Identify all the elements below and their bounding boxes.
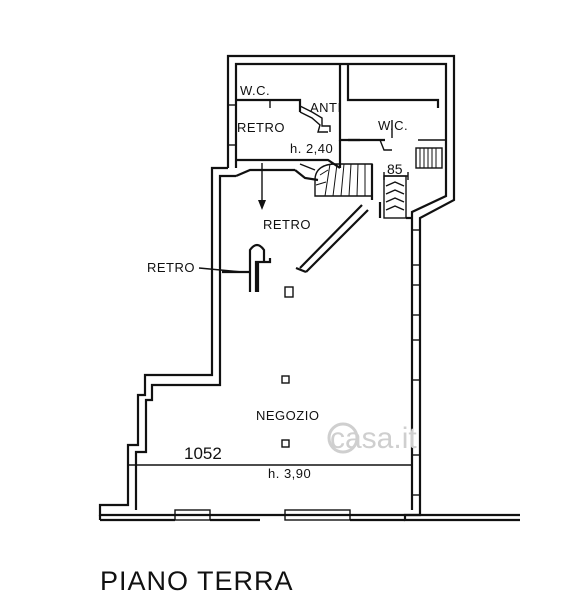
left-retro-niche: [198, 243, 272, 292]
label-wc-left: W.C.: [240, 83, 270, 98]
staircase: [294, 163, 374, 200]
label-negozio: NEGOZIO: [256, 408, 319, 423]
middle-partitions: [235, 163, 369, 274]
label-dimension-85: 85: [387, 161, 403, 177]
label-retro-left: RETRO: [147, 260, 195, 275]
side-stair-steps: [415, 147, 443, 169]
arrow-down-icon: [258, 200, 266, 210]
stair-chevron-symbol: [378, 175, 412, 220]
label-retro-top: RETRO: [237, 120, 285, 135]
label-wc-right: W.C.: [378, 118, 408, 133]
label-height-shop: h. 3,90: [268, 466, 311, 481]
dimension-85-line: [383, 172, 409, 180]
window-marks: [174, 104, 421, 521]
outer-walls: [98, 54, 520, 522]
watermark-text: casa.it: [330, 422, 417, 455]
label-anti: ANTI: [310, 100, 342, 115]
floor-plan: casa.it W.C. ANTI W.C. RETRO h. 2,40 85 …: [98, 54, 520, 522]
label-height-upper: h. 2,40: [290, 141, 333, 156]
label-retro-middle: RETRO: [263, 217, 311, 232]
label-dimension-1052: 1052: [184, 444, 222, 463]
columns: [281, 286, 294, 448]
dimension-1052-line: [127, 461, 413, 469]
watermark: casa.it: [327, 422, 417, 455]
upper-partitions: [236, 64, 446, 169]
floor-title: PIANO TERRA: [100, 566, 294, 596]
